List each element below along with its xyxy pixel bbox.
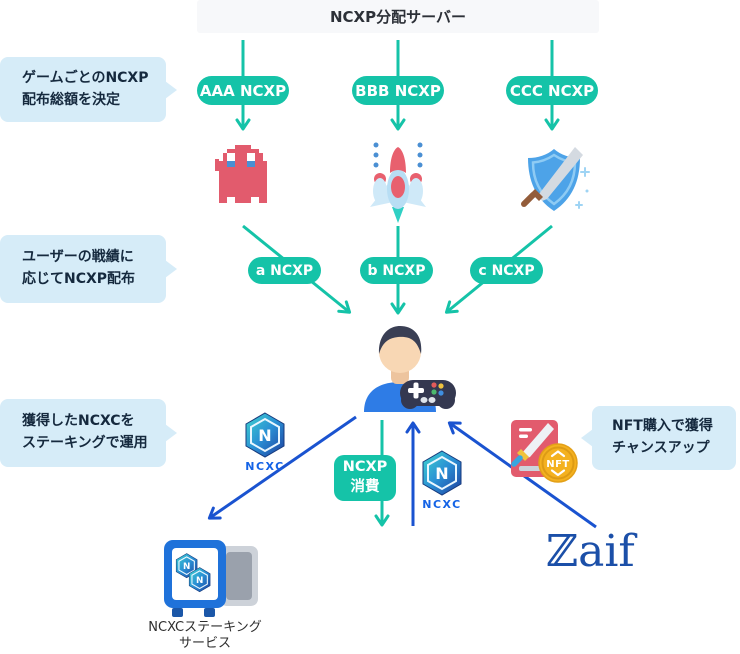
spaceship-game-icon bbox=[370, 142, 426, 223]
bubble-step3-line2: ステーキングで運用 bbox=[22, 435, 148, 451]
gamer-with-controller-icon bbox=[364, 326, 456, 412]
ncxp-consume-box: NCXP 消費 bbox=[334, 455, 396, 501]
bubble-step1: ゲームごとのNCXP 配布総額を決定 bbox=[0, 57, 177, 122]
ncxp-consume-line1: NCXP bbox=[342, 459, 388, 476]
bubble-step2-line1: ユーザーの戦績に bbox=[22, 249, 134, 266]
nft-purchase-icon: NFT bbox=[511, 420, 578, 483]
bubble-step2: ユーザーの戦績に 応じてNCXP配布 bbox=[0, 235, 177, 303]
nft-badge-text: NFT bbox=[546, 459, 570, 470]
pill-a-ncxp: a NCXP bbox=[248, 257, 321, 284]
bubble-step1-line1: ゲームごとのNCXP bbox=[22, 69, 149, 86]
ncxc-coin-left-label: NCXC bbox=[245, 460, 285, 473]
staking-service-label: NCXCステーキング サービス bbox=[120, 620, 290, 653]
staking-service-line1: NCXCステーキング bbox=[148, 620, 262, 635]
pill-bbb-ncxp: BBB NCXP bbox=[352, 76, 444, 105]
ncxc-coin-right-label: NCXC bbox=[422, 498, 462, 511]
server-title: NCXP分配サーバー bbox=[330, 8, 466, 26]
zaif-logo: ℤaif bbox=[546, 526, 635, 577]
bubble-step3-line1: 獲得したNCXCを bbox=[22, 413, 135, 430]
pill-aaa-ncxp: AAA NCXP bbox=[197, 76, 289, 105]
arrow-user-to-staking bbox=[207, 415, 357, 520]
bubble-nft: NFT購入で獲得 チャンスアップ bbox=[581, 406, 736, 470]
staking-safe-icon bbox=[164, 540, 258, 617]
ncxp-consume-line2: 消費 bbox=[350, 479, 380, 495]
ncxc-coin-right: NCXC bbox=[414, 450, 470, 511]
pill-ccc-ncxp: CCC NCXP bbox=[506, 76, 598, 105]
ncxc-coin-icon bbox=[245, 412, 285, 458]
shield-sword-game-icon bbox=[521, 147, 590, 211]
pill-b-ncxp: b NCXP bbox=[360, 257, 433, 284]
pill-c-ncxp: c NCXP bbox=[470, 257, 543, 284]
pixel-ghost-game-icon bbox=[215, 145, 267, 203]
staking-service-line2: サービス bbox=[178, 636, 231, 652]
bubble-nft-line2: チャンスアップ bbox=[612, 440, 710, 456]
bubble-step1-line2: 配布総額を決定 bbox=[22, 91, 120, 108]
bubble-step2-line2: 応じてNCXP配布 bbox=[22, 271, 136, 287]
ncxc-coin-icon bbox=[422, 450, 462, 496]
bubble-nft-line1: NFT購入で獲得 bbox=[612, 418, 713, 435]
bubble-step3: 獲得したNCXCを ステーキングで運用 bbox=[0, 399, 177, 467]
server-header: NCXP分配サーバー bbox=[197, 0, 599, 33]
ncxc-coin-left: NCXC bbox=[237, 412, 293, 473]
